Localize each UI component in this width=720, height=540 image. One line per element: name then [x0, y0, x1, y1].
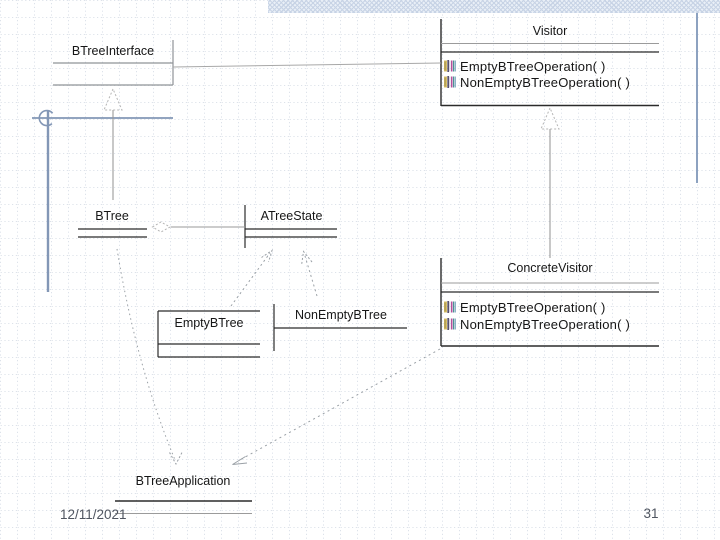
method-row: NonEmptyBTreeOperation( ) [444, 74, 630, 90]
method-row: EmptyBTreeOperation( ) [444, 299, 606, 315]
class-name-visitor: Visitor [532, 24, 568, 38]
circle-ornament [38, 109, 54, 127]
slide-date: 12/11/2021 [60, 507, 127, 522]
class-box-btree [78, 228, 147, 238]
class-name-concretevisitor: ConcreteVisitor [507, 261, 593, 275]
operation-icon [444, 60, 457, 72]
generalization-concretevisitor-visitor [540, 106, 560, 258]
class-box-visitor [440, 19, 659, 107]
operation-icon [444, 318, 457, 330]
class-name-btree: BTree [95, 209, 129, 223]
generalization-btree-btreeinterface [103, 87, 123, 200]
top-decoration-band [268, 0, 720, 13]
operation-icon [444, 76, 457, 88]
dashed-arrow-emptybtree-atreestate [230, 249, 273, 307]
method-label: NonEmptyBTreeOperation( ) [460, 74, 630, 90]
class-box-emptybtree [157, 310, 260, 358]
class-name-btreeinterface: BTreeInterface [71, 44, 155, 58]
operation-icon [444, 301, 457, 313]
aggregation-btree-atreestate [151, 221, 245, 233]
method-label: EmptyBTreeOperation( ) [460, 58, 606, 74]
dashed-arrow-concretevisitor-btreeapplication [232, 348, 441, 465]
class-name-nonemptybtree: NonEmptyBTree [295, 308, 387, 322]
association-btreeinterface-visitor [172, 62, 442, 68]
method-label: NonEmptyBTreeOperation( ) [460, 316, 630, 332]
dashed-arrow-btree-btreeapplication [116, 248, 183, 466]
class-box-concretevisitor [440, 258, 659, 347]
class-box-btreeinterface [53, 40, 174, 86]
method-row: NonEmptyBTreeOperation( ) [444, 316, 630, 332]
class-name-atreestate: ATreeState [260, 209, 323, 223]
slide-template-decoration [32, 0, 698, 292]
class-name-btreeapplication: BTreeApplication [135, 474, 231, 488]
class-name-emptybtree: EmptyBTree [174, 316, 244, 330]
method-row: EmptyBTreeOperation( ) [444, 58, 606, 74]
class-box-btreeapplication [115, 500, 252, 514]
class-box-nonemptybtree [273, 304, 407, 351]
dashed-arrow-nonemptybtree-atreestate [301, 250, 318, 297]
method-label: EmptyBTreeOperation( ) [460, 299, 606, 315]
slide-page-number: 31 [643, 506, 659, 521]
